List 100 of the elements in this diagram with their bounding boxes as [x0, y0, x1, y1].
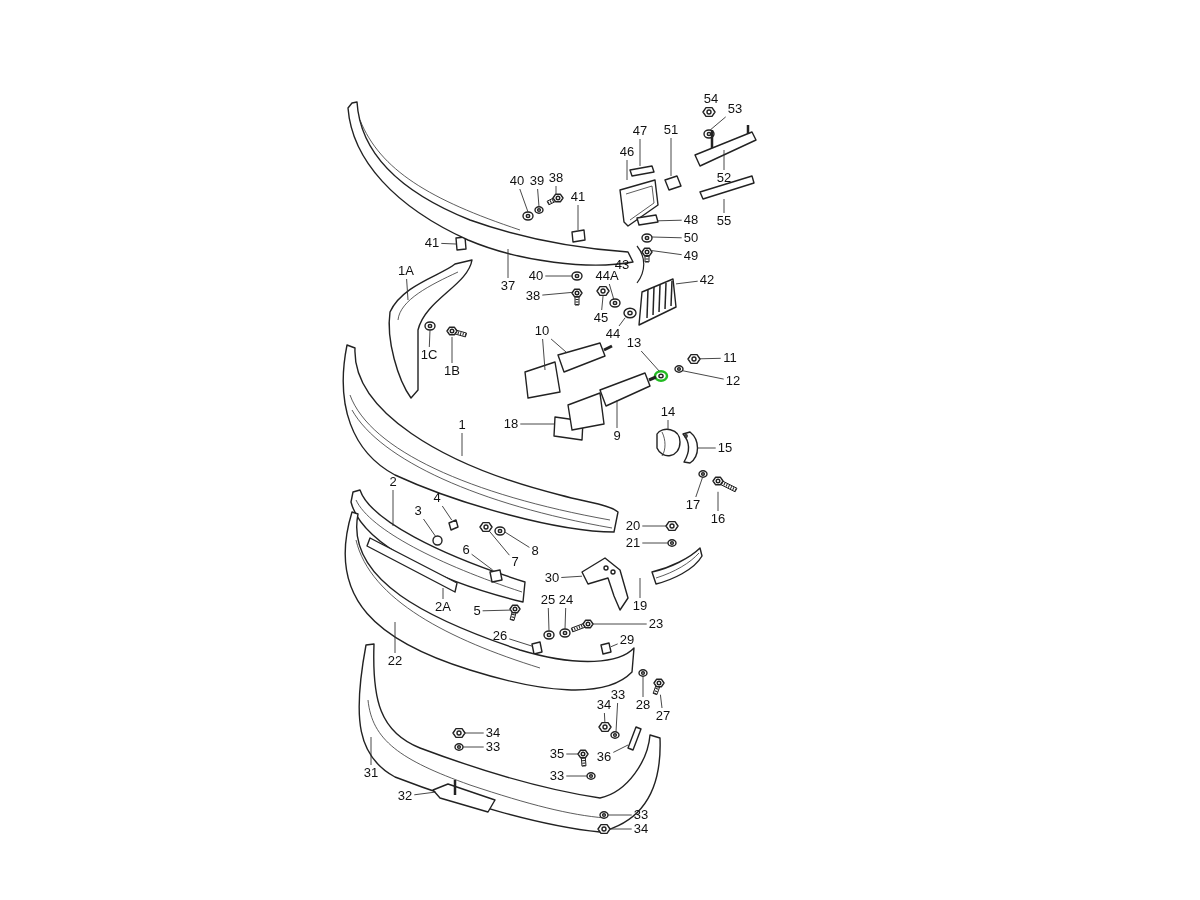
hex-nut — [479, 521, 493, 533]
leader-line — [462, 746, 485, 748]
callout-number: 50 — [682, 231, 700, 245]
leader-line — [482, 609, 511, 612]
leader-line — [609, 828, 633, 830]
corner-trim — [388, 259, 473, 399]
washer — [623, 307, 637, 319]
callout-number: 49 — [682, 249, 700, 263]
callout-number: 8 — [530, 544, 540, 558]
callout-number: 42 — [698, 273, 716, 287]
leader-line — [542, 338, 546, 371]
bolt — [641, 247, 653, 263]
link-rod — [627, 726, 642, 751]
leader-line — [451, 336, 453, 364]
washer — [641, 233, 653, 243]
leader-line — [651, 236, 683, 239]
leader-line — [626, 159, 628, 181]
leader-line — [659, 694, 663, 709]
callout-number: 45 — [592, 311, 610, 325]
leader-line — [592, 623, 648, 625]
callout-number: 21 — [624, 536, 642, 550]
leader-line — [675, 280, 699, 285]
callout-number: 48 — [682, 213, 700, 227]
callout-number: 16 — [709, 512, 727, 526]
leader-line — [541, 291, 573, 296]
washer — [610, 731, 620, 739]
leader-line — [601, 294, 604, 311]
rubber-cap — [448, 519, 459, 531]
callout-number: 17 — [684, 498, 702, 512]
leader-line — [651, 250, 683, 256]
grille — [638, 278, 677, 326]
callout-number: 12 — [724, 374, 742, 388]
leader-line — [392, 489, 394, 527]
callout-number: 41 — [569, 190, 587, 204]
callout-number: 38 — [547, 171, 565, 185]
callout-number: 25 — [539, 593, 557, 607]
bracket — [581, 557, 629, 611]
leader-line — [709, 116, 727, 131]
bracket — [682, 431, 699, 464]
leader-line — [560, 575, 583, 578]
washer — [559, 628, 571, 638]
mounting-clip — [571, 229, 586, 243]
leader-line — [504, 531, 530, 548]
leader-line — [670, 137, 672, 177]
hex-nut — [598, 721, 612, 733]
washer — [653, 369, 669, 383]
leader-line — [657, 219, 683, 222]
callout-number: 1C — [419, 348, 439, 362]
leader-line — [612, 744, 629, 753]
leader-line — [608, 283, 615, 300]
callout-number: 18 — [502, 417, 520, 431]
callout-number: 22 — [386, 654, 404, 668]
leader-line — [717, 491, 719, 512]
bolt — [652, 678, 665, 696]
leader-line — [464, 732, 485, 734]
callout-number: 41 — [423, 236, 441, 250]
callout-number: 33 — [632, 808, 650, 822]
leader-line — [641, 542, 669, 544]
leader-line — [615, 702, 619, 733]
washer — [424, 321, 436, 331]
hex-nut — [452, 727, 466, 739]
callout-number: 1A — [397, 264, 415, 278]
callout-number: 24 — [557, 593, 575, 607]
leader-line — [423, 518, 436, 537]
bolt — [446, 326, 468, 338]
trim-strip — [366, 537, 458, 593]
callout-number: 34 — [484, 726, 502, 740]
washer — [698, 470, 708, 478]
washer — [638, 669, 648, 677]
callout-number: 52 — [715, 171, 733, 185]
callout-number: 26 — [491, 629, 509, 643]
leader-line — [565, 753, 579, 755]
trim-strip — [629, 165, 655, 177]
callout-number: 40 — [527, 269, 545, 283]
leader-line — [577, 204, 579, 231]
callout-number: 46 — [618, 145, 636, 159]
leader-line — [607, 814, 633, 816]
leader-line — [370, 736, 372, 766]
leader-line — [564, 607, 567, 630]
leader-line — [565, 775, 588, 777]
trim-shield — [619, 179, 659, 227]
leader-line — [723, 198, 725, 214]
leader-line — [406, 278, 409, 301]
leader-line — [394, 621, 396, 654]
callout-number: 15 — [716, 441, 734, 455]
callout-number: 5 — [472, 604, 482, 618]
leader-line — [519, 188, 529, 213]
leader-line — [641, 525, 667, 527]
callout-number: 33 — [484, 740, 502, 754]
shock-absorber — [567, 372, 657, 431]
washer — [494, 526, 506, 536]
leader-line — [618, 317, 626, 327]
callout-number: 53 — [726, 102, 744, 116]
trim-strip — [636, 214, 659, 226]
leader-line — [639, 577, 641, 599]
callout-number: 6 — [461, 543, 471, 557]
leader-line — [442, 587, 444, 600]
leader-line — [697, 447, 717, 449]
callout-number: 37 — [499, 279, 517, 293]
bolt — [546, 193, 564, 206]
